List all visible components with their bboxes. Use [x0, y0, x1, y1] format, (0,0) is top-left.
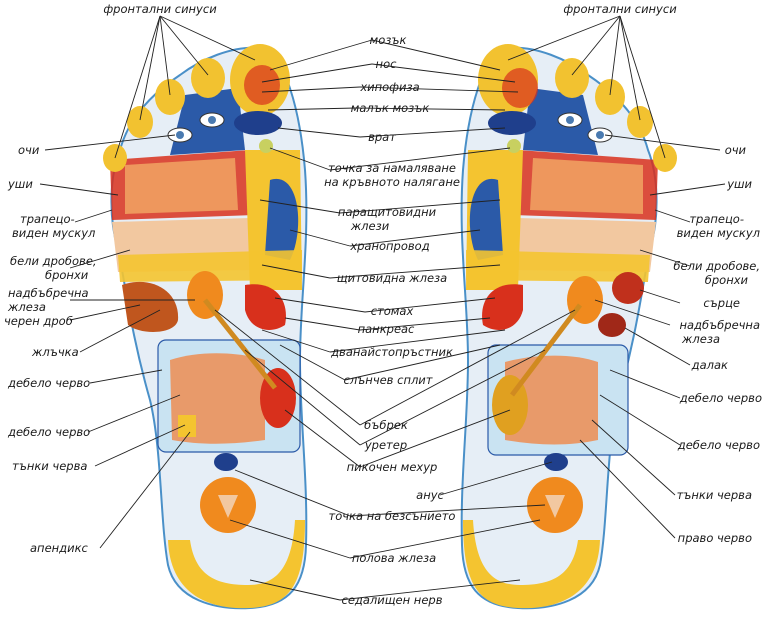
right-eye-1-iris — [566, 116, 574, 124]
label-liver: черен дроб — [4, 314, 73, 328]
left-toe-4 — [127, 106, 153, 138]
label-adrenal-left-2: жлеза — [7, 300, 46, 314]
label-ears-right: уши — [726, 177, 752, 191]
label-cerebellum: малък мозък — [351, 101, 430, 115]
left-liver — [122, 281, 179, 332]
label-stomach: стомах — [371, 304, 414, 318]
label-trapezius-right-1: трапецо- — [689, 212, 744, 226]
left-sex-gland-inner — [218, 495, 238, 518]
label-colon-right-2: дебело черво — [677, 438, 760, 452]
label-colon-left-1: дебело черво — [7, 376, 90, 390]
left-neck — [234, 111, 282, 135]
label-pancreas: панкреас — [358, 322, 415, 336]
label-frontal-sinuses-left: фронтални синуси — [103, 2, 217, 16]
label-bp-point-1: точка за намаляване — [328, 161, 456, 175]
label-insomnia-point: точка на безсънието — [329, 509, 456, 523]
right-toe-2 — [555, 58, 589, 98]
right-toe-3 — [595, 79, 625, 115]
right-esophagus-zone — [469, 178, 503, 260]
left-appendix — [178, 415, 196, 437]
left-kidney — [187, 271, 223, 319]
left-eye-1-iris — [176, 131, 184, 139]
label-small-intestine-left: тънки черва — [12, 459, 87, 473]
label-anus: анус — [416, 488, 444, 502]
label-heart: сърце — [703, 296, 740, 310]
label-eyes-right: очи — [725, 143, 747, 157]
label-adrenal-right-2: жлеза — [681, 332, 720, 346]
left-stomach — [245, 284, 286, 330]
label-esophagus: хранопровод — [349, 239, 429, 253]
label-trapezius-left-1: трапецо- — [20, 212, 75, 226]
label-colon-right-1: дебело черво — [679, 391, 762, 405]
label-thyroid: щитовидна жлеза — [337, 271, 447, 285]
label-parathyroid-2: жлези — [350, 219, 390, 233]
label-bp-point-2: на кръвното налягане — [324, 175, 460, 189]
right-intestine — [505, 355, 598, 445]
label-small-intestine-right: тънки черва — [677, 488, 752, 502]
right-heart — [612, 272, 644, 304]
label-sciatic-nerve: седалищен нерв — [342, 593, 443, 607]
label-parathyroid-1: паращитовидни — [338, 205, 437, 219]
label-spleen: далак — [691, 358, 728, 372]
right-sex-gland-inner — [545, 495, 565, 518]
label-lungs-left-1: бели дробове, — [10, 254, 97, 268]
label-appendix: апендикс — [30, 541, 89, 555]
left-yellow-band — [118, 250, 302, 282]
left-eye-2-iris — [208, 116, 216, 124]
label-bladder: пикочен мехур — [347, 460, 438, 474]
right-shoulder-zone — [530, 158, 643, 214]
label-ears-left: уши — [7, 177, 33, 191]
label-frontal-sinuses-right: фронтални синуси — [563, 2, 677, 16]
left-toe-3 — [155, 79, 185, 115]
left-bp-point — [259, 139, 273, 153]
left-shoulder-zone — [125, 158, 238, 214]
left-esophagus-zone — [265, 178, 299, 260]
label-trapezius-left-2: виден мускул — [12, 226, 96, 240]
left-heel — [168, 520, 305, 609]
label-duodenum: дванайстопръстник — [330, 345, 453, 359]
labels: фронтални синуси фронтални синуси очи уш… — [4, 2, 762, 607]
label-ureter: уретер — [364, 438, 407, 452]
label-eyes-left: очи — [18, 143, 40, 157]
label-rectum: право черво — [678, 531, 752, 545]
label-nose: нос — [376, 57, 398, 71]
label-kidney: бъбрек — [364, 418, 408, 432]
label-gallbladder: жлъчка — [31, 345, 79, 359]
label-sex-gland: полова жлеза — [352, 551, 436, 565]
right-yellow-band — [466, 250, 650, 282]
label-lungs-left-2: бронхи — [45, 268, 89, 282]
label-adrenal-right-1: надбъбречна — [679, 318, 760, 332]
label-solar-plexus: слънчев сплит — [344, 373, 433, 387]
label-lungs-right-2: бронхи — [705, 273, 749, 287]
label-trapezius-right-2: виден мускул — [677, 226, 761, 240]
left-big-toe-inner — [244, 65, 280, 105]
label-lungs-right-1: бели дробове, — [673, 259, 760, 273]
left-ureter — [203, 298, 277, 390]
right-big-toe-inner — [502, 68, 538, 108]
leader-lines — [39, 15, 726, 601]
right-stomach — [482, 284, 523, 330]
left-foot — [103, 44, 308, 610]
left-anus-dot — [214, 453, 238, 471]
right-bladder — [492, 375, 528, 435]
right-ureter — [510, 303, 582, 397]
label-pituitary: хипофиза — [359, 80, 419, 94]
right-anus-dot — [544, 453, 568, 471]
right-heel — [463, 520, 600, 609]
right-toe-4 — [627, 106, 653, 138]
left-toe-2 — [191, 58, 225, 98]
right-neck — [488, 111, 536, 135]
right-bp-point — [507, 139, 521, 153]
label-adrenal-left-1: надбъбречна — [8, 286, 89, 300]
right-spleen — [598, 313, 626, 337]
label-brain: мозък — [370, 33, 407, 47]
label-neck: врат — [368, 130, 396, 144]
right-eye-2-iris — [596, 131, 604, 139]
label-colon-left-2: дебело черво — [7, 425, 90, 439]
